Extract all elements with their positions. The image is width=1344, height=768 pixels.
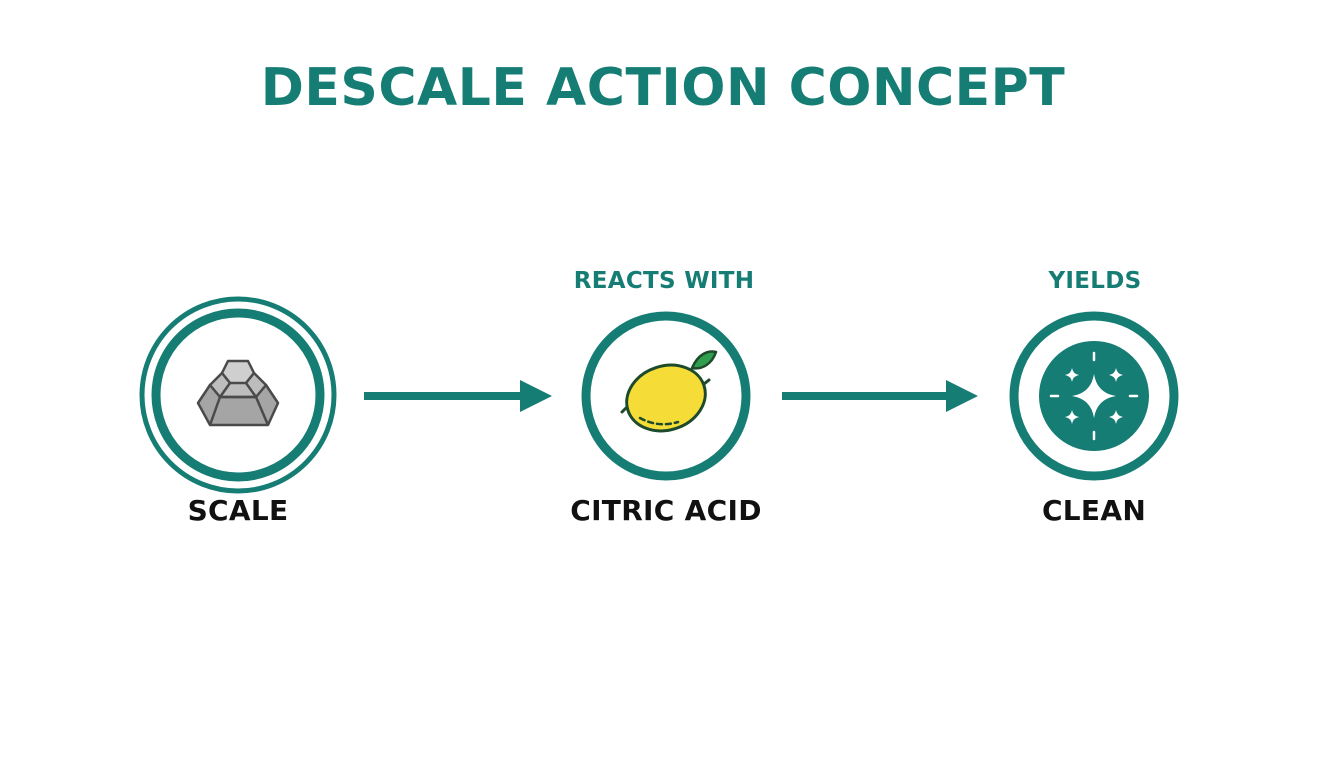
citric-acid-ring — [581, 311, 751, 481]
citric-acid-label: CITRIC ACID — [570, 494, 762, 527]
sparkle-icon — [1065, 368, 1123, 424]
reacts-with-label: REACTS WITH — [573, 268, 755, 294]
sparkle-dots — [1049, 351, 1139, 441]
yields-label: YIELDS — [1048, 268, 1142, 294]
scale-label: SCALE — [187, 494, 289, 527]
scale-node — [139, 296, 337, 494]
arrow-1 — [364, 380, 552, 412]
scale-outer-ring — [139, 296, 337, 494]
diagram-title: DESCALE ACTION CONCEPT — [260, 58, 1066, 118]
scale-inner-ring — [151, 308, 325, 482]
clean-node — [1009, 311, 1179, 481]
lemon-icon — [620, 350, 718, 433]
clean-label: CLEAN — [1041, 494, 1147, 527]
stone-icon — [196, 359, 280, 427]
clean-ring — [1009, 311, 1179, 481]
arrow-2 — [782, 380, 978, 412]
citric-acid-node — [581, 311, 751, 481]
